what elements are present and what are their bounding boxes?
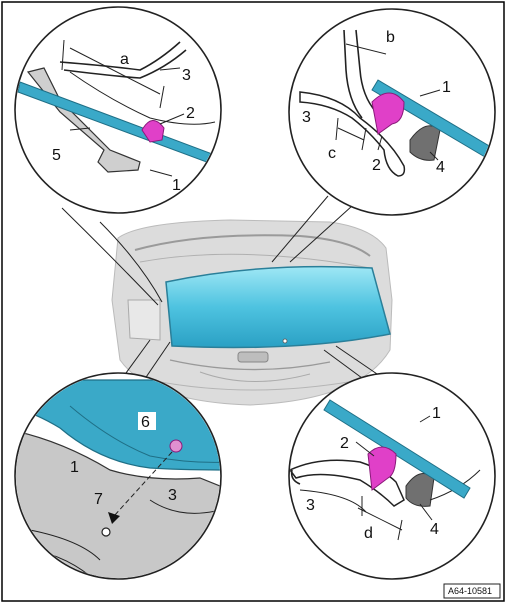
label-hole: 7 [94,491,103,508]
label-dim-b: b [386,29,395,46]
label-pin: 6 [141,414,150,431]
label-window: 1 [172,177,181,194]
figure-ref: A64-10581 [448,586,492,596]
label-seal: 4 [436,159,445,176]
figure-ref-box [443,583,501,599]
label-dim-a: a [120,51,129,68]
label-clip: 2 [186,105,195,122]
detail-top-right: b 1 3 c 2 4 [271,8,496,263]
label-window: 1 [432,405,441,422]
label-dim-d: d [364,525,373,542]
label-seal: 4 [430,521,439,538]
label-gasket: 3 [182,67,191,84]
label-clip: 2 [340,435,349,452]
label-gasket: 3 [302,109,311,126]
rear-window-glass [165,265,391,349]
detail-bottom-right: 1 2 3 4 d [288,345,496,580]
detail-top-left: a 3 2 5 1 [14,6,222,306]
label-window: 1 [442,79,451,96]
label-gasket: 3 [306,497,315,514]
label-trim: 5 [52,147,61,164]
label-body: 3 [168,487,177,504]
label-clip: 2 [372,157,381,174]
label-dim-c: c [328,145,336,162]
label-window: 1 [70,459,79,476]
